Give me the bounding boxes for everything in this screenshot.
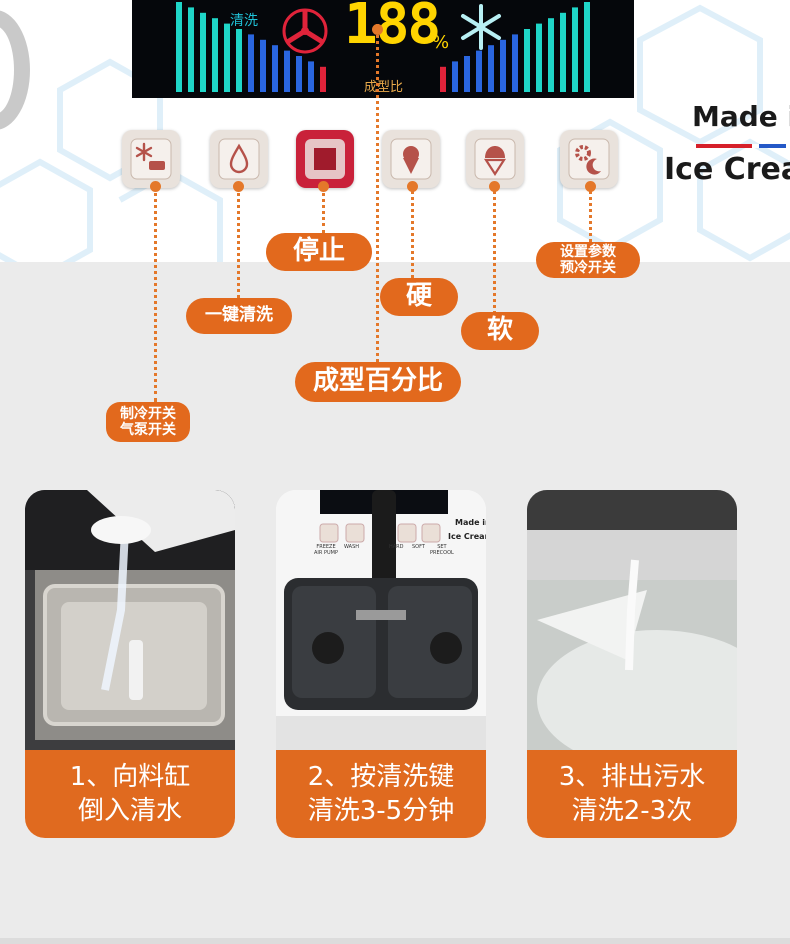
snowflake-pump-icon: [130, 138, 172, 180]
step-1-caption: 1、向料缸 倒入清水: [25, 750, 235, 838]
freeze-pump-callout: 制冷开关 气泵开关: [106, 402, 190, 442]
level-bar-right-6: [512, 34, 518, 92]
level-bar-right-2: [560, 12, 566, 92]
hexagon-background: [0, 4, 790, 262]
freeze-pump-button[interactable]: [122, 130, 180, 188]
cone-icon: [390, 138, 432, 180]
level-bar-left-3: [212, 18, 218, 93]
level-bar-right-8: [488, 45, 494, 92]
snowflake-icon: [461, 4, 501, 50]
wash-button[interactable]: [210, 130, 268, 188]
percent-sign: %: [432, 32, 450, 53]
mini-label-soft: SOFT: [412, 544, 425, 550]
ice-cream-text: Ice Crea: [664, 152, 790, 187]
ratio-leader-dot: [372, 24, 383, 35]
one-key-wash-callout: 一键清洗: [186, 298, 292, 334]
made-in-text: Made i: [692, 100, 790, 133]
wash-leader-line: [237, 186, 240, 298]
water-draining-photo: [527, 490, 737, 750]
stop-square-icon: [305, 139, 345, 179]
freeze-pump-leader-dot: [150, 181, 161, 192]
level-bar-right-3: [548, 18, 554, 93]
ratio-label: 成型比: [364, 80, 404, 95]
soft-leader-line: [493, 186, 496, 314]
soft-leader-dot: [489, 181, 500, 192]
stop-leader-line: [322, 186, 325, 234]
soft-callout: 软: [461, 312, 539, 350]
mini-label-set: SET PRECOOL: [430, 544, 454, 556]
step-card-1: 1、向料缸 倒入清水: [25, 490, 235, 838]
ratio-leader-line: [376, 24, 379, 380]
mini-label-wash: WASH: [344, 544, 360, 550]
level-bar-left-4: [224, 23, 230, 93]
stop-callout: 停止: [266, 233, 372, 271]
mini-ice-cream: Ice Cream: [448, 532, 486, 541]
level-bar-right-4: [536, 23, 542, 93]
hard-leader-line: [411, 186, 414, 278]
level-bar-left-7: [260, 39, 266, 92]
level-bar-right-9: [476, 50, 482, 92]
step-card-3: 3、排出污水 清洗2-3次: [527, 490, 737, 838]
ratio-callout: 成型百分比: [295, 362, 461, 402]
stop-button[interactable]: [296, 130, 354, 188]
level-bar-left-12: [320, 66, 326, 92]
level-bar-right-0: [584, 2, 590, 92]
level-bar-left-2: [200, 12, 206, 92]
level-bar-left-9: [284, 50, 290, 92]
step-card-2: Made in Ice Cream FREEZE AIR PUMP WASH H…: [276, 490, 486, 838]
mini-label-hard: HARD: [389, 544, 404, 550]
stop-leader-dot: [318, 181, 329, 192]
settings-button[interactable]: [560, 130, 618, 188]
lcd-display: 清洗 188 % 成型比: [132, 0, 634, 98]
settings-callout: 设置参数 预冷开关: [536, 242, 640, 278]
level-bar-right-10: [464, 56, 470, 92]
flag-stripe: [696, 144, 786, 148]
mini-label-freeze: FREEZE AIR PUMP: [314, 544, 338, 556]
level-bars: [176, 2, 590, 93]
level-bar-right-7: [500, 39, 506, 92]
machine-front-photo: [276, 490, 486, 750]
level-bar-left-6: [248, 34, 254, 92]
control-panel-section: 清洗 188 % 成型比 Made i Ice Crea: [0, 0, 790, 262]
level-bar-right-12: [440, 66, 446, 92]
water-pouring-photo: [25, 490, 235, 750]
hard-leader-dot: [407, 181, 418, 192]
level-bar-left-5: [236, 29, 242, 92]
gear-moon-icon: [568, 138, 610, 180]
level-bar-left-11: [308, 61, 314, 92]
water-drop-icon: [218, 138, 260, 180]
display-digits: 188: [344, 0, 441, 57]
settings-leader-dot: [585, 181, 596, 192]
settings-leader-line: [589, 186, 592, 242]
mini-made-in: Made in: [455, 518, 486, 527]
hard-callout: 硬: [380, 278, 458, 316]
level-bar-left-10: [296, 56, 302, 92]
bottom-divider: [0, 938, 790, 944]
level-bar-left-8: [272, 45, 278, 92]
level-bar-right-5: [524, 29, 530, 92]
step-3-caption: 3、排出污水 清洗2-3次: [527, 750, 737, 838]
soft-button[interactable]: [466, 130, 524, 188]
fan-icon: [282, 8, 328, 54]
soft-serve-icon: [474, 138, 516, 180]
level-bar-right-11: [452, 61, 458, 92]
level-bar-left-1: [188, 7, 194, 92]
level-bar-right-1: [572, 7, 578, 92]
hard-button[interactable]: [382, 130, 440, 188]
level-bar-left-0: [176, 2, 182, 92]
wash-leader-dot: [233, 181, 244, 192]
wash-label: 清洗: [230, 13, 258, 29]
freeze-pump-leader-line: [154, 186, 157, 402]
step-2-caption: 2、按清洗键 清洗3-5分钟: [276, 750, 486, 838]
